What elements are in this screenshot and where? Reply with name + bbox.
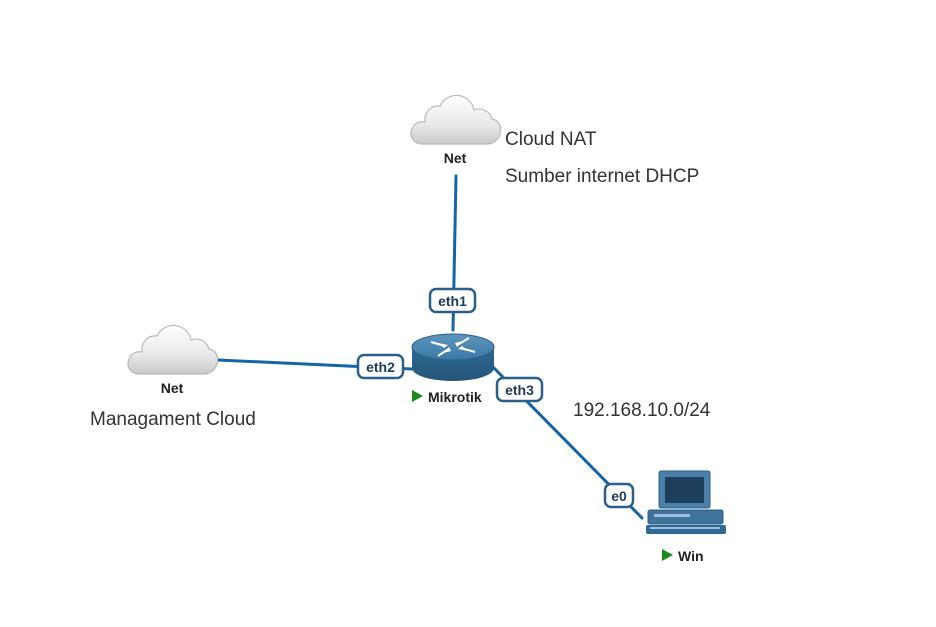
- iface-router-eth2[interactable]: eth2: [356, 353, 405, 380]
- note-lan-subnet: 192.168.10.0/24: [573, 400, 711, 421]
- cloud-mgmt-label: Net: [161, 380, 184, 396]
- cloud-nat-node[interactable]: Net: [410, 94, 501, 166]
- svg-text:eth3: eth3: [505, 382, 534, 398]
- note-cloud-nat-desc: Sumber internet DHCP: [505, 166, 699, 187]
- play-status-icon: [662, 549, 673, 561]
- router-node[interactable]: Mikrotik: [411, 333, 495, 405]
- router-icon: [411, 333, 495, 381]
- router-label: Mikrotik: [428, 389, 482, 405]
- svg-text:eth2: eth2: [366, 359, 395, 375]
- note-cloud-nat-title: Cloud NAT: [505, 129, 597, 150]
- iface-router-eth3[interactable]: eth3: [495, 376, 544, 403]
- cloud-nat-label: Net: [444, 150, 467, 166]
- desktop-computer-icon: [646, 470, 726, 534]
- pc-node[interactable]: Win: [646, 470, 726, 564]
- play-status-icon: [412, 390, 423, 402]
- iface-pc-e0[interactable]: e0: [603, 482, 635, 509]
- cloud-icon: [410, 94, 501, 145]
- svg-text:eth1: eth1: [438, 293, 467, 309]
- note-mgmt-cloud: Managament Cloud: [90, 409, 256, 430]
- iface-router-eth1[interactable]: eth1: [428, 287, 477, 314]
- svg-text:e0: e0: [611, 488, 627, 504]
- cloud-mgmt-node[interactable]: Net: [127, 324, 218, 396]
- pc-label: Win: [678, 548, 704, 564]
- cloud-icon: [127, 324, 218, 375]
